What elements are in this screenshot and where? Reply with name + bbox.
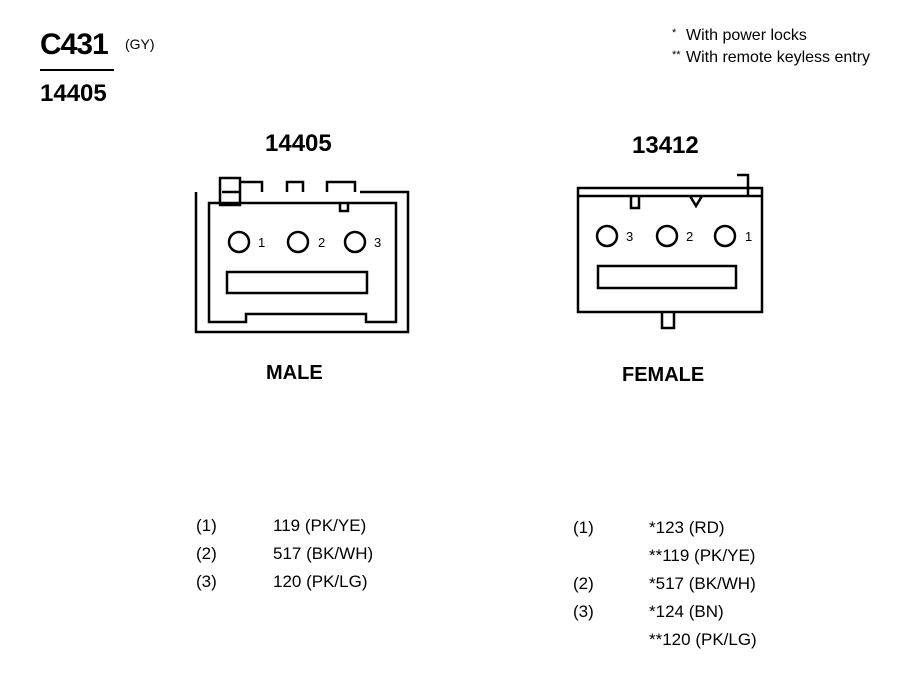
- female-pin-label-2: 2: [686, 229, 694, 244]
- female-top-tab: [629, 196, 641, 210]
- legend-power-locks: * With power locks: [672, 27, 807, 45]
- female-wire-circuit: **119 (PK/YE): [649, 546, 756, 565]
- male-pin-3: [343, 230, 367, 254]
- male-wire-circuit: 119 (PK/YE): [273, 516, 367, 535]
- legend-keyless-entry: ** With remote keyless entry: [672, 49, 870, 67]
- male-wire-circuit: 517 (BK/WH): [273, 544, 374, 563]
- header-part-number: 14405: [40, 80, 107, 107]
- legend-keyless-entry-text: With remote keyless entry: [686, 49, 871, 66]
- female-pin-2: [655, 224, 679, 248]
- female-wire-circuit: *124 (BN): [649, 602, 724, 621]
- header-divider: [40, 69, 114, 71]
- female-pin-label-3: 3: [626, 229, 634, 244]
- legend-double-star: **: [672, 49, 681, 61]
- female-pin-position: (1): [573, 518, 594, 537]
- female-latch: [737, 173, 750, 196]
- legend-single-star: *: [672, 27, 677, 39]
- connector-color-code: (GY): [125, 36, 155, 52]
- connector-id: C431: [40, 28, 109, 61]
- female-wire-circuit: **120 (PK/LG): [649, 630, 757, 649]
- female-connector-body: [576, 186, 764, 314]
- male-gender-label: MALE: [266, 362, 323, 384]
- female-connector-part-number: 13412: [632, 132, 699, 159]
- legend-power-locks-text: With power locks: [686, 27, 807, 44]
- female-lock-bar: [596, 264, 738, 290]
- male-pin-1: [227, 230, 251, 254]
- male-pin-2: [286, 230, 310, 254]
- male-pin-position: (1): [196, 516, 217, 535]
- male-top-tab-2: [285, 180, 305, 192]
- male-pin-label-1: 1: [258, 235, 266, 250]
- male-top-tab-1: [240, 180, 264, 192]
- female-gender-label: FEMALE: [622, 364, 705, 386]
- male-pin-position: (2): [196, 544, 217, 563]
- female-pin-1: [713, 224, 737, 248]
- female-pin-label-1: 1: [745, 229, 753, 244]
- male-connector-body: [194, 190, 410, 334]
- male-pin-position: (3): [196, 572, 217, 591]
- male-connector-part-number: 14405: [265, 130, 332, 157]
- male-top-tab-3: [325, 180, 357, 192]
- male-key-notch: [338, 203, 350, 213]
- female-wire-circuit: *123 (RD): [649, 518, 725, 537]
- male-lock-bar: [225, 270, 369, 295]
- male-pin-label-2: 2: [318, 235, 326, 250]
- male-latch: [218, 176, 242, 207]
- female-bottom-tab: [660, 312, 676, 330]
- female-wire-circuit: *517 (BK/WH): [649, 574, 756, 593]
- female-key-notch: [688, 195, 704, 209]
- male-pin-label-3: 3: [374, 235, 382, 250]
- female-pin-position: (2): [573, 574, 594, 593]
- male-connector-inner-wall: [207, 201, 398, 324]
- female-pin-3: [595, 224, 619, 248]
- male-wire-circuit: 120 (PK/LG): [273, 572, 368, 591]
- female-pin-position: (3): [573, 602, 594, 621]
